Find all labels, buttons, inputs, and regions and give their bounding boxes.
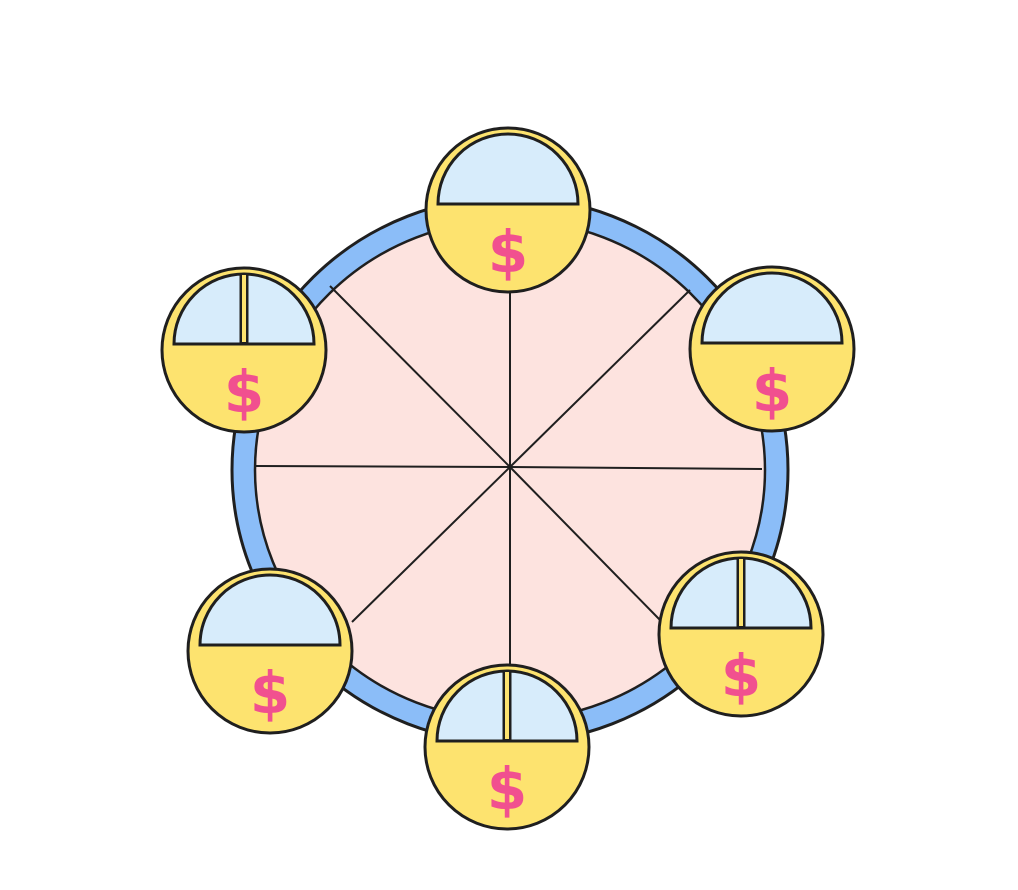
dollar-sign-icon: $ <box>752 357 792 425</box>
dollar-sign-icon: $ <box>250 659 290 727</box>
dollar-sign-icon: $ <box>488 218 528 286</box>
pod-upper-right: $ <box>688 265 856 433</box>
dollar-sign-icon: $ <box>487 755 527 823</box>
wheel <box>230 195 790 745</box>
wheel-spoke <box>351 466 511 623</box>
wheel-spokes <box>255 285 763 680</box>
pod-top: $ <box>424 126 592 294</box>
pod-lower-right: $ <box>657 550 825 718</box>
pod-bottom: $ <box>423 663 591 831</box>
pod-window <box>700 271 844 345</box>
wheel-spoke <box>509 466 763 470</box>
pod-window <box>436 132 580 206</box>
dollar-sign-icon: $ <box>721 642 761 710</box>
wheel-spoke <box>255 465 511 468</box>
wheel-spoke <box>509 289 691 468</box>
wheel-spoke <box>509 466 661 621</box>
pod-window <box>198 573 342 647</box>
pod-upper-left: $ <box>160 266 328 434</box>
dollar-sign-icon: $ <box>224 358 264 426</box>
pod-lower-left: $ <box>186 567 354 735</box>
pods: $ $ $ $ $ $ <box>160 126 856 831</box>
wheel-spoke <box>329 285 511 468</box>
